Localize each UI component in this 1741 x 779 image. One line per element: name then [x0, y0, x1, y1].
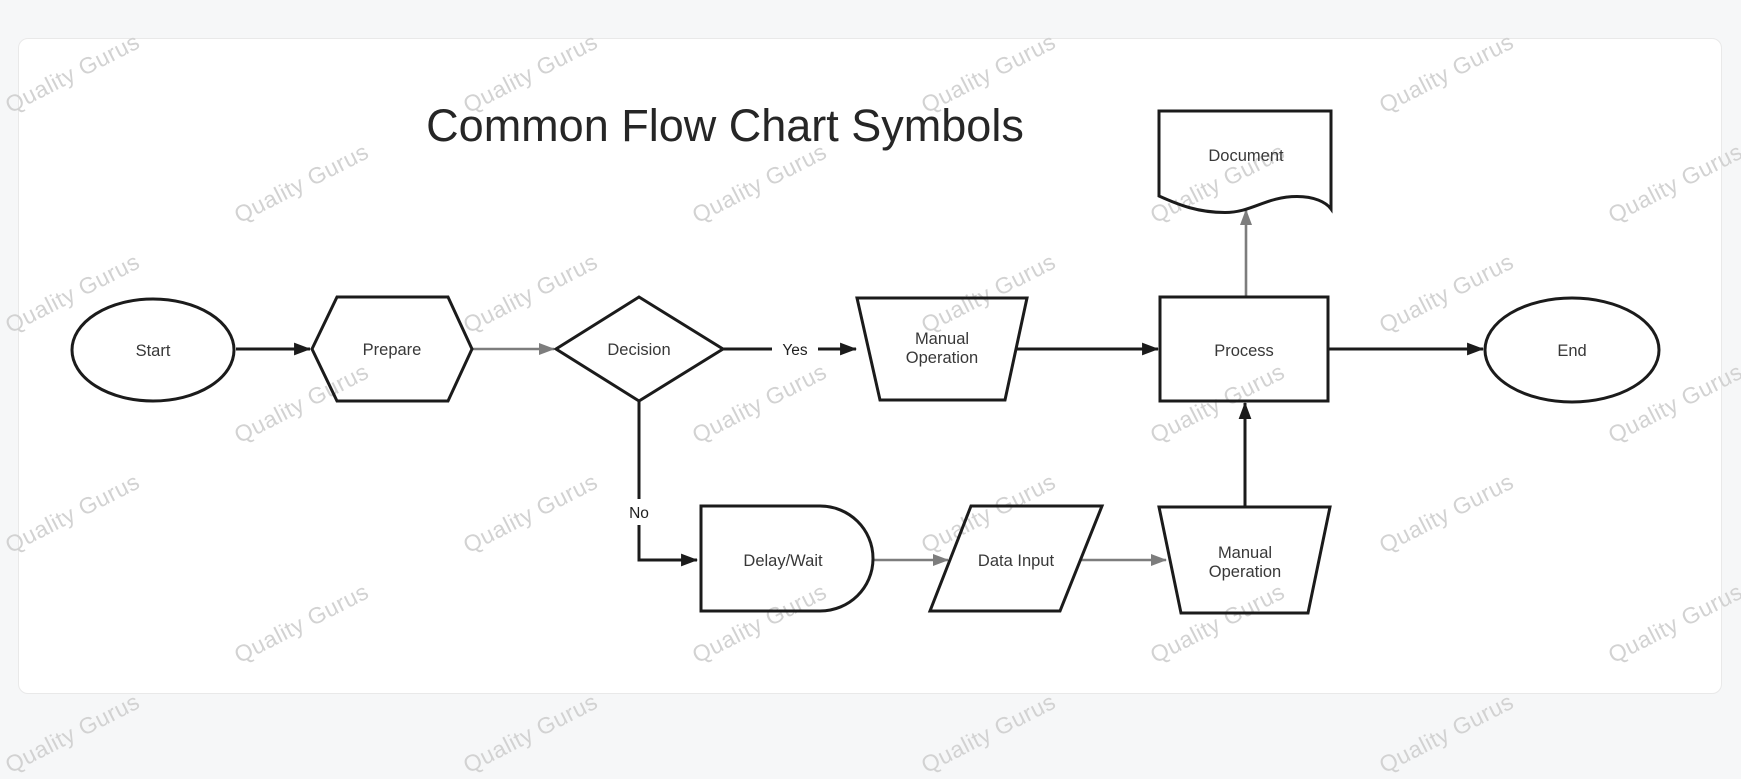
node-manual-operation-top-label-line2: Operation [906, 349, 978, 367]
node-manual-operation-bottom-label-line1: Manual [1218, 544, 1272, 562]
edge-decision-no-to-delay [637, 401, 699, 567]
node-decision-diamond [553, 295, 726, 403]
node-manual-operation-bottom-label-line2: Operation [1209, 563, 1281, 581]
flowchart-svg: Common Flow Chart Symbols Start Prepare … [70, 100, 1661, 615]
edge-label-yes-bg [772, 337, 818, 362]
node-start-label: Start [136, 342, 171, 360]
node-document-shape [1157, 109, 1333, 215]
node-delay-dshape [699, 504, 875, 613]
diagram-card [18, 38, 1722, 694]
node-manual-operation-bottom-trapezoid [1157, 505, 1332, 615]
edge-label-no: No [629, 505, 649, 522]
page-title: Common Flow Chart Symbols [426, 100, 1024, 151]
edge-label-yes: Yes [782, 342, 808, 359]
node-process-rectangle [1158, 295, 1330, 403]
node-prepare-hexagon [310, 295, 474, 403]
edge-label-no-bg [621, 499, 657, 525]
node-decision-label: Decision [607, 341, 670, 359]
node-manual-operation-top-trapezoid [855, 296, 1029, 402]
node-data-input-parallelogram [927, 504, 1105, 613]
node-manual-operation-top-label-line1: Manual [915, 330, 969, 348]
node-document-label: Document [1208, 147, 1284, 165]
node-delay-label: Delay/Wait [743, 552, 823, 570]
node-end-terminator [1483, 296, 1661, 404]
node-prepare-label: Prepare [363, 341, 422, 359]
node-start-terminator [70, 297, 236, 403]
node-data-input-label: Data Input [978, 552, 1055, 570]
node-process-label: Process [1214, 342, 1274, 360]
node-end-label: End [1557, 342, 1586, 360]
